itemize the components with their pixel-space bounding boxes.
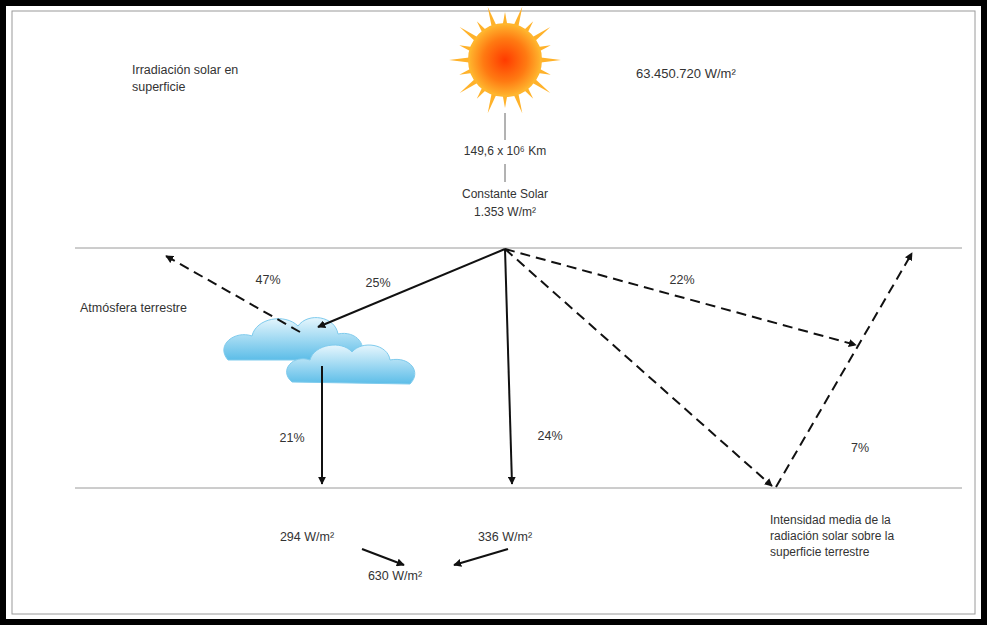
- surface-caption: Intensidad media de la radiación solar s…: [770, 512, 920, 561]
- outer-frame: [3, 3, 984, 622]
- diffuse-arrow: [321, 366, 323, 484]
- cloud-symbol: [224, 318, 415, 384]
- earth-surface-line: [75, 488, 962, 489]
- flux-value: 294 W/m²: [252, 529, 362, 546]
- surface-reflected-arrow: [776, 253, 912, 487]
- surface-arrow: [505, 249, 772, 486]
- percent-label: 24%: [530, 428, 570, 445]
- sum-arrow: [454, 549, 508, 565]
- flux-total: 630 W/m²: [340, 568, 450, 585]
- sun-symbol: [449, 7, 561, 114]
- label-patch: 24%: [535, 429, 564, 443]
- reflected-arrow: [166, 256, 300, 332]
- flux-value: 336 W/m²: [450, 529, 560, 546]
- constant-caption: Constante Solar: [425, 186, 585, 202]
- percent-label: 22%: [662, 272, 702, 289]
- percent-label: 25%: [358, 275, 398, 292]
- direct-arrow: [505, 249, 512, 484]
- distance-line: [505, 164, 506, 182]
- source-caption: Irradiación solar en superficie: [132, 62, 252, 96]
- label-patch: 7%: [849, 441, 871, 455]
- distance-line: [505, 113, 506, 140]
- distance-value: 149,6 x 10⁶ Km: [425, 143, 585, 159]
- label-patch: 22%: [667, 273, 696, 287]
- incoming-arrow: [318, 249, 505, 327]
- label-patch: 47%: [253, 273, 282, 287]
- label-patch: 25%: [363, 276, 392, 290]
- inner-frame: [12, 11, 975, 614]
- sum-arrow: [362, 549, 404, 565]
- atmosphere-caption: Atmósfera terrestre: [80, 300, 190, 317]
- constant-value: 1.353 W/m²: [425, 204, 585, 220]
- percent-label: 47%: [248, 272, 288, 289]
- irradiance-value: 63.450.720 W/m²: [636, 65, 796, 83]
- label-patch: 21%: [277, 431, 306, 445]
- percent-label: 21%: [272, 430, 312, 447]
- atmosphere-top-line: [75, 248, 962, 249]
- percent-label: 7%: [842, 440, 878, 457]
